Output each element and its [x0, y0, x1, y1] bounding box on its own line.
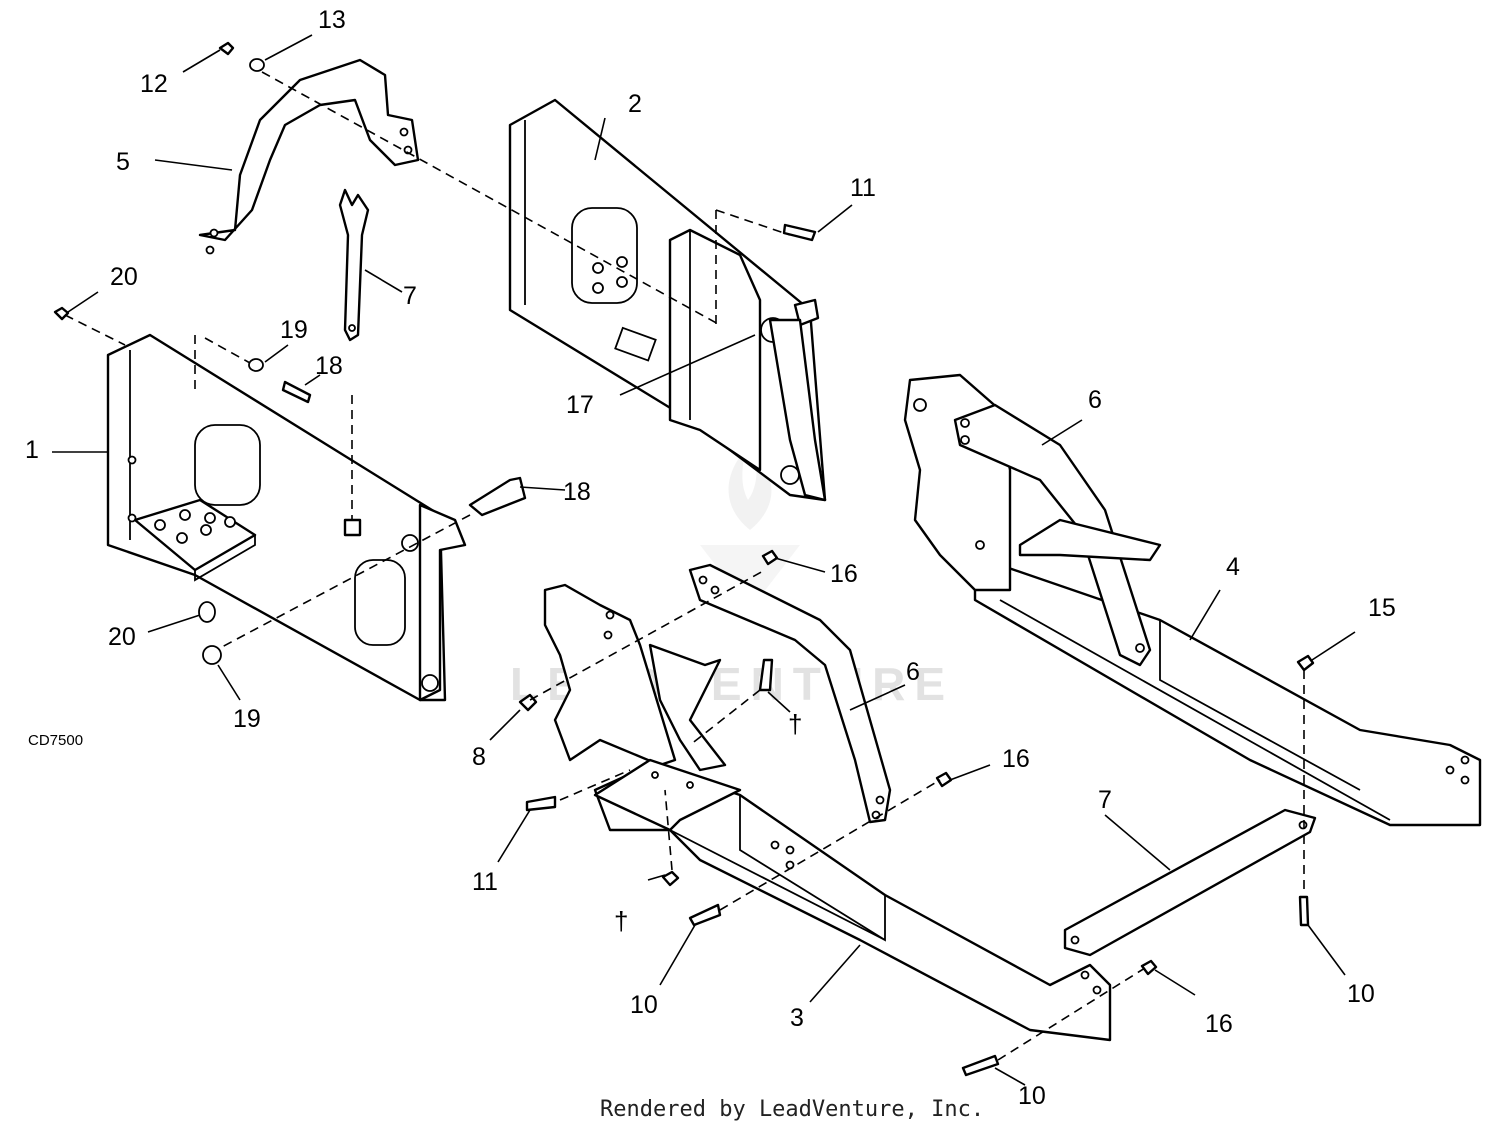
callout-15: 13	[318, 6, 346, 34]
callout-16-top: 16	[830, 560, 858, 588]
part-3-lower-frame	[593, 763, 1112, 1042]
callouts: 13 12 5 2 11 20 19 18 7 1 17 18 6 16 20 …	[25, 6, 1396, 1122]
callout-18: 18	[563, 478, 591, 506]
callout-17: 15	[1368, 594, 1396, 622]
callout-4: 4	[1226, 553, 1240, 581]
callout-14: 12	[140, 70, 168, 98]
callout-6-lower: 6	[906, 658, 920, 686]
part-1-left-plate	[106, 333, 467, 702]
part-5-handle	[198, 58, 420, 255]
callout-13: 11	[850, 174, 876, 202]
part-6-upper-arm	[903, 373, 1162, 667]
callout-10-bottom: 10	[1018, 1082, 1046, 1110]
figure-code: CD7500	[28, 732, 83, 749]
callout-8: 7	[403, 282, 417, 310]
callout-10-left: 10	[630, 991, 658, 1019]
callout-23: 19	[280, 316, 308, 344]
callout-16-bottom: 16	[1205, 1010, 1233, 1038]
callout-12: 10	[1347, 980, 1375, 1008]
callout-6-upper: 6	[1088, 386, 1102, 414]
leader-lines	[52, 34, 1356, 1086]
callout-3: 3	[790, 1004, 804, 1032]
dagger-upper: †	[788, 709, 802, 739]
lower-left-bracket	[543, 583, 742, 832]
callout-11: 11	[472, 868, 498, 896]
callout-21: 17	[566, 391, 594, 419]
part-7-flat-bar	[1063, 808, 1317, 957]
dagger-lower: †	[614, 906, 628, 936]
callout-22: 18	[315, 352, 343, 380]
footer-credit: Rendered by LeadVenture, Inc.	[600, 1097, 984, 1122]
alignment-lines	[64, 71, 1305, 1061]
callout-5: 5	[116, 148, 130, 176]
callout-1: 1	[25, 436, 39, 464]
part-2-upper-plate	[508, 98, 827, 502]
callout-9: 8	[472, 743, 486, 771]
hardware	[53, 41, 1315, 1077]
part-8-wrench	[338, 188, 370, 342]
part-4-right-frame	[973, 563, 1482, 827]
callout-20: 20	[108, 623, 136, 651]
callout-24: 20	[110, 263, 138, 291]
callout-19: 19	[233, 705, 261, 733]
callout-7: 7	[1098, 786, 1112, 814]
callout-16-middle: 16	[1002, 745, 1030, 773]
callout-2: 2	[628, 90, 642, 118]
